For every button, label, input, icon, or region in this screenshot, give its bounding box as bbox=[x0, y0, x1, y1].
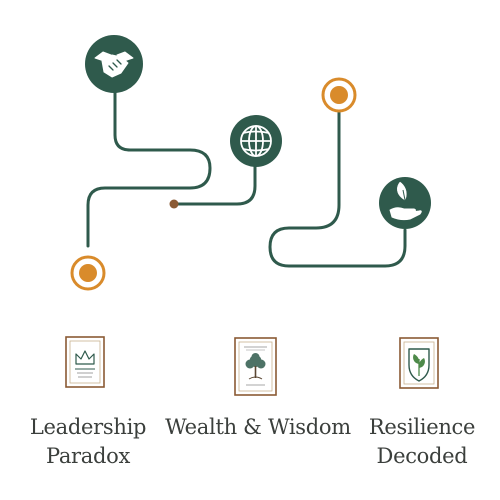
book-title-line: Leadership bbox=[29, 415, 147, 439]
shield-leaf-book-icon bbox=[399, 337, 439, 389]
book-title-wealth-wisdom: Wealth & Wisdom bbox=[160, 413, 356, 442]
path-left-segment bbox=[86, 90, 212, 248]
book-title-resilience-decoded: Resilience Decoded bbox=[352, 413, 492, 471]
globe-icon bbox=[240, 125, 272, 157]
path-center-segment bbox=[174, 164, 257, 206]
book-title-line: Paradox bbox=[45, 444, 131, 468]
start-marker bbox=[70, 255, 106, 291]
book-title-line: Wealth & Wisdom bbox=[165, 415, 351, 439]
tree-book-icon bbox=[234, 337, 277, 396]
crown-book-icon bbox=[65, 336, 105, 388]
book-title-line: Resilience bbox=[368, 415, 476, 439]
handshake-node bbox=[85, 35, 143, 93]
connector-paths bbox=[86, 90, 407, 268]
path-dot bbox=[169, 199, 179, 209]
hand-leaf-node bbox=[379, 177, 431, 229]
globe-node bbox=[230, 115, 282, 167]
book-title-leadership-paradox: Leadership Paradox bbox=[18, 413, 158, 471]
path-right-segment bbox=[268, 110, 407, 268]
end-marker bbox=[321, 77, 357, 113]
hand-leaf-icon bbox=[389, 181, 422, 221]
book-title-line: Decoded bbox=[376, 444, 468, 468]
handshake-icon bbox=[94, 51, 134, 78]
